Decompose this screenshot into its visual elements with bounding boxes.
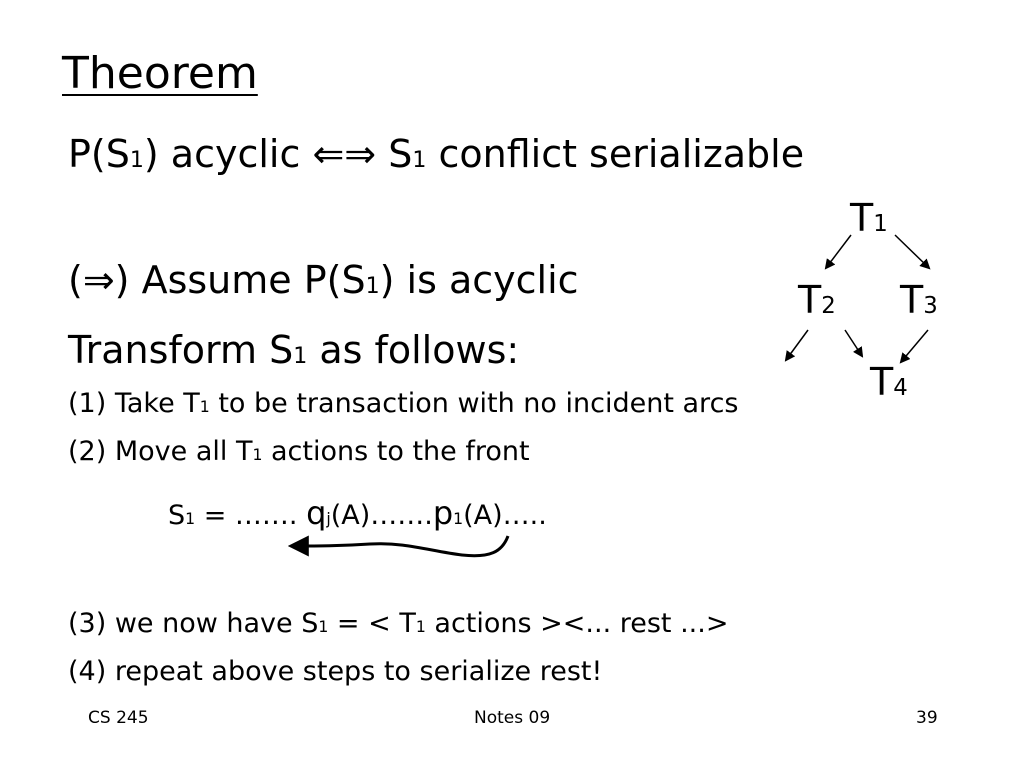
footer-notes: Notes 09 [474, 708, 551, 728]
edge-t2-t4 [844, 329, 864, 358]
step-2: (2) Move all T1 actions to the front [68, 436, 530, 467]
implies-arrow: ⇒ [82, 258, 115, 302]
transform-heading: Transform S1 as follows: [68, 328, 520, 372]
move-to-front-arrow [287, 535, 510, 558]
edge-t1-t2 [824, 234, 852, 270]
step-1: (1) Take T1 to be transaction with no in… [68, 388, 739, 419]
edge-t1-t3 [894, 234, 931, 270]
graph-node-t2: T2 [798, 278, 836, 322]
step-3: (3) we now have S1 = < T1 actions ><... … [68, 608, 729, 639]
proof-assumption: (⇒) Assume P(S1) is acyclic [68, 258, 579, 302]
graph-node-t1: T1 [850, 196, 888, 240]
slide-title: Theorem [62, 48, 258, 99]
edge-t2-left [784, 329, 809, 362]
step-4: (4) repeat above steps to serialize rest… [68, 656, 603, 687]
edge-t3-t4 [899, 329, 929, 364]
graph-node-t3: T3 [900, 278, 938, 322]
iff-arrow: ⇐⇒ [312, 132, 377, 176]
theorem-statement: P(S1) acyclic ⇐⇒ S1 conflict serializabl… [68, 132, 805, 176]
schedule-expression: S1 = ……. qj(A)…….p1(A)….. [168, 494, 547, 532]
footer-page-number: 39 [916, 708, 938, 728]
graph-node-t4: T4 [870, 360, 908, 404]
footer-course: CS 245 [88, 708, 149, 728]
